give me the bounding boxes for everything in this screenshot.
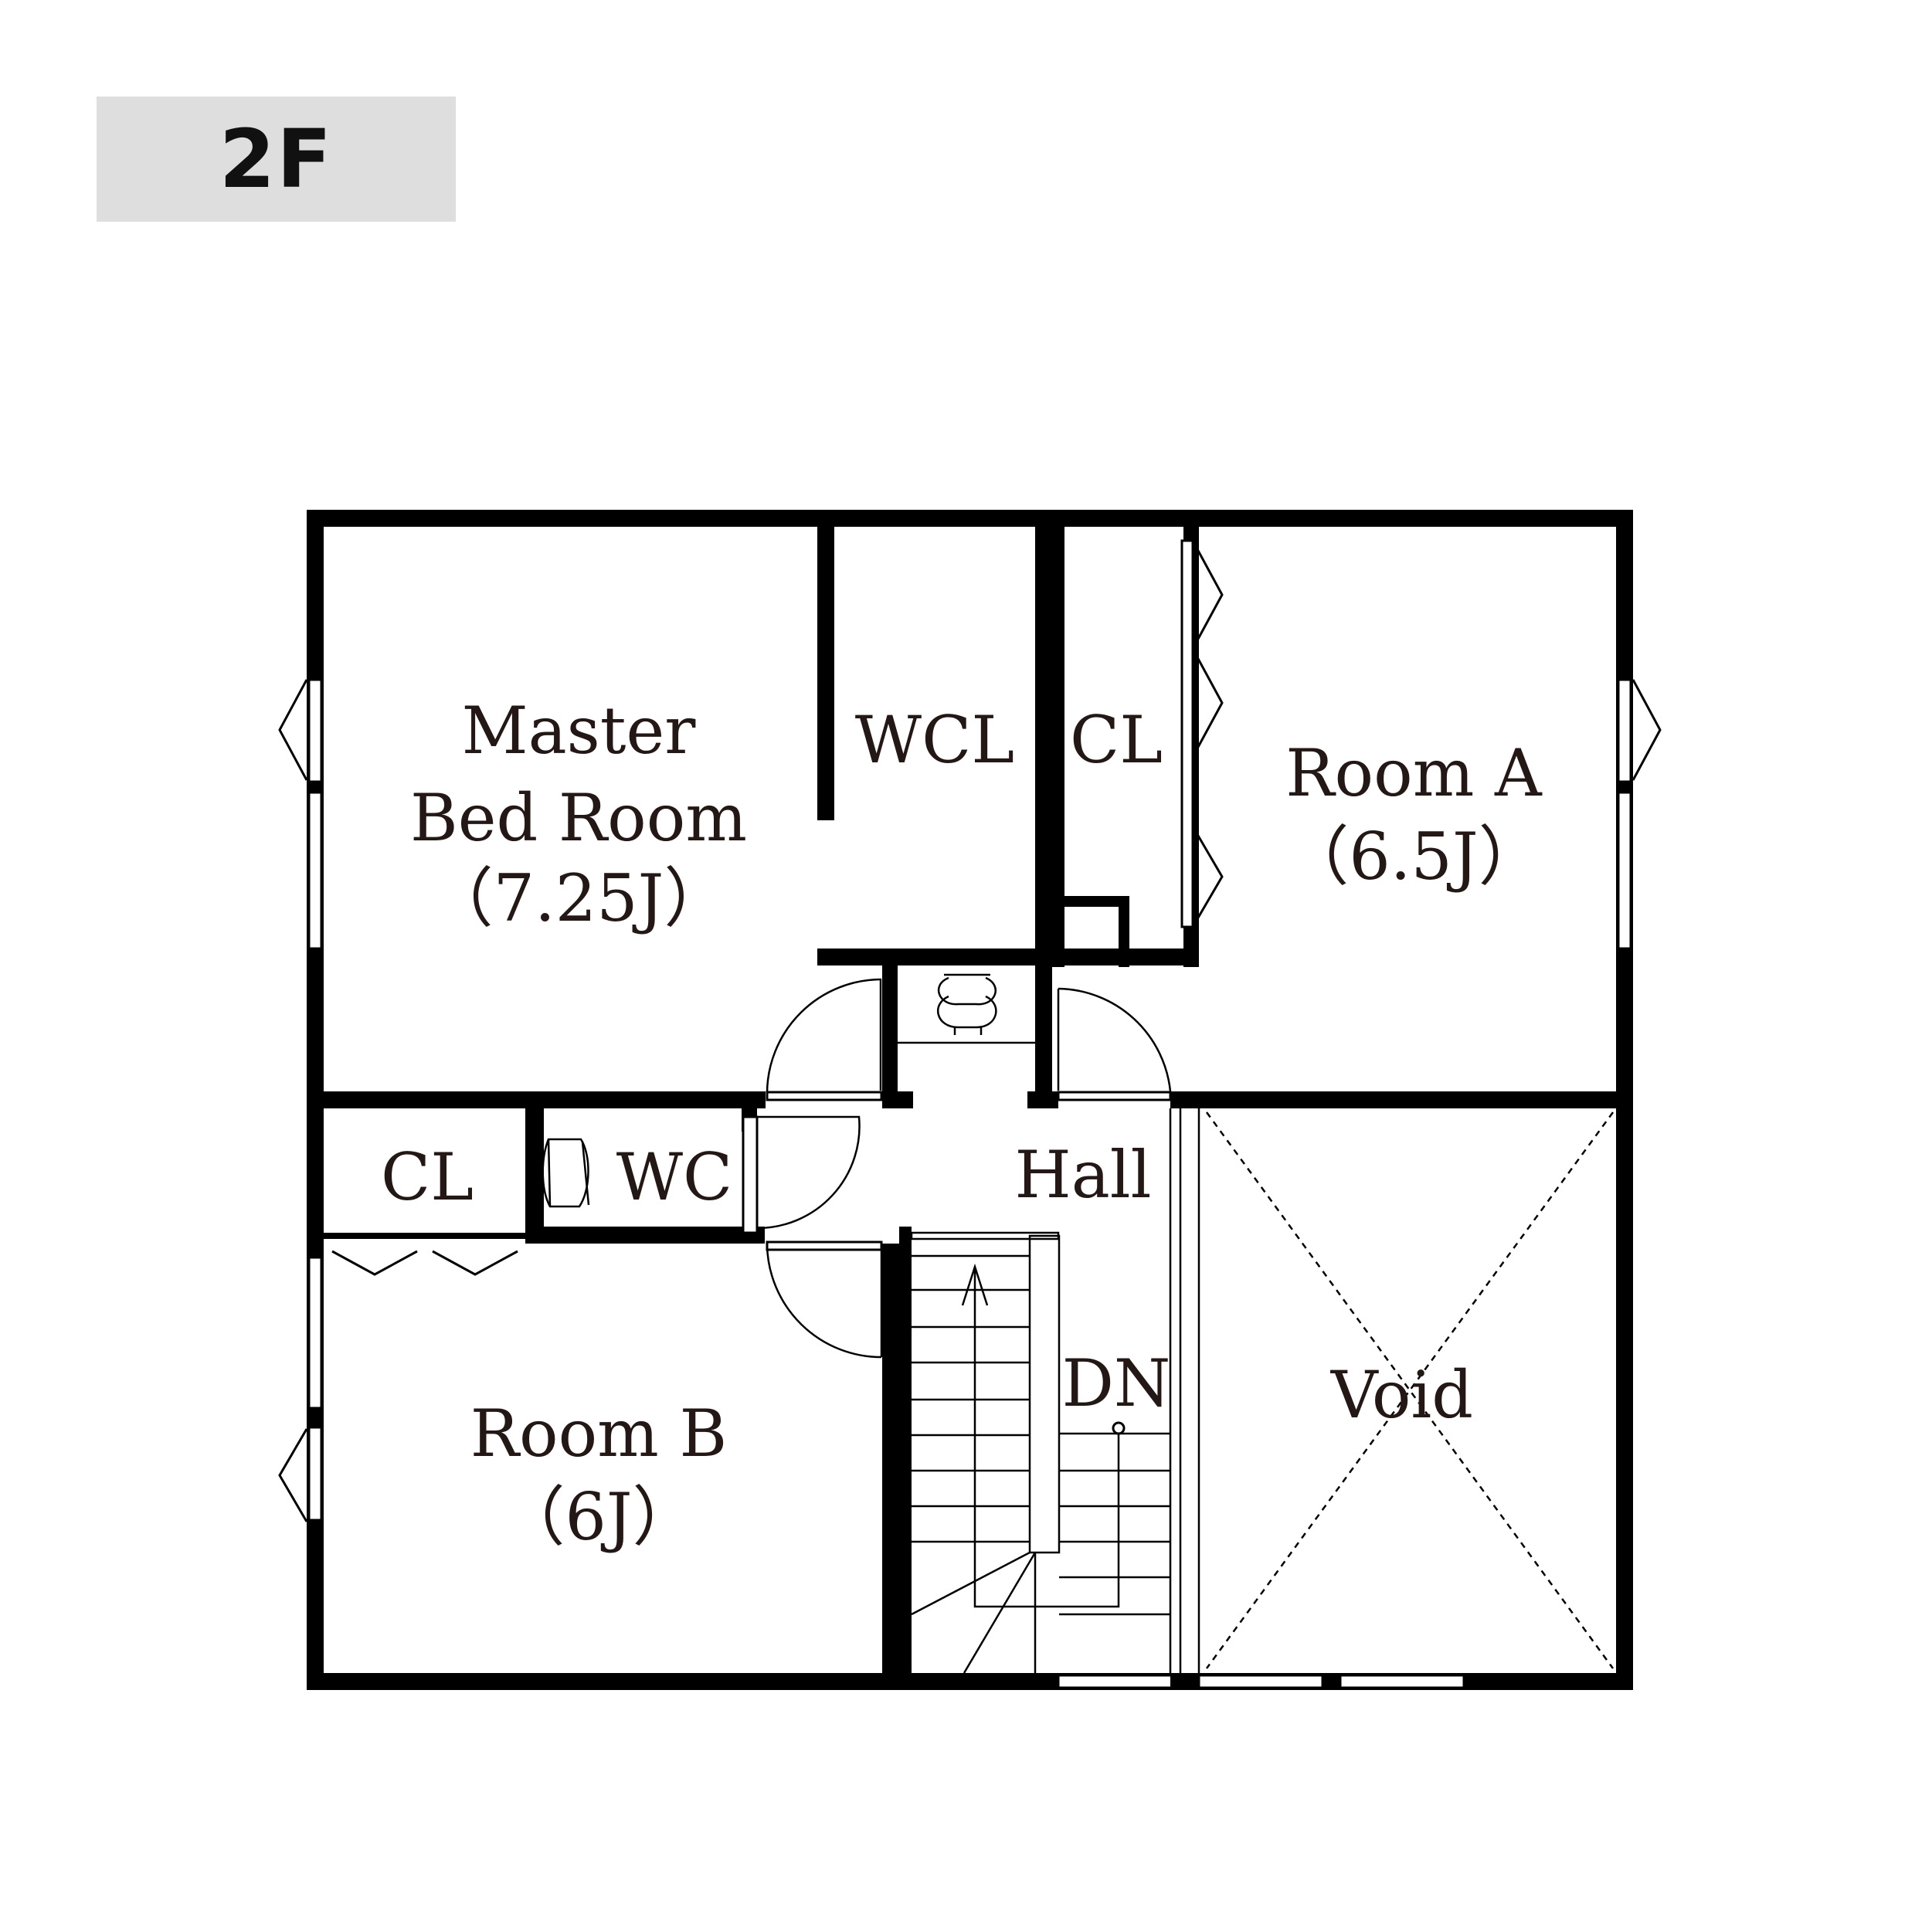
closet-doors	[331, 539, 1224, 1276]
master-bedroom-label-line2: Bed Room	[410, 780, 747, 856]
toilet-icons	[542, 973, 1035, 1208]
floor-badge: 2F	[97, 97, 456, 222]
upper-closet-label: CL	[1070, 702, 1163, 778]
swing-doors	[742, 978, 1172, 1359]
room-a-label: Room A	[1285, 735, 1543, 811]
hall-label: Hall	[1014, 1137, 1151, 1213]
room-a-size: （6.5J）	[1284, 819, 1543, 894]
room-labels: Master Bed Room （7.25J） WCL CL Room A （6…	[381, 693, 1543, 1555]
staircase	[899, 1108, 1199, 1690]
void-label: Void	[1330, 1357, 1473, 1433]
room-b-size: （6J）	[500, 1479, 697, 1555]
master-bedroom-size: （7.25J）	[429, 860, 729, 936]
floor-label: 2F	[219, 112, 334, 206]
wc-label: WC	[616, 1139, 733, 1215]
interior-walls	[324, 527, 1616, 1690]
wcl-label: WCL	[855, 702, 1014, 778]
lower-closet-label: CL	[381, 1139, 474, 1215]
master-bedroom-label: Master	[462, 693, 697, 769]
room-b-label: Room B	[470, 1396, 727, 1471]
void-area	[1197, 1108, 1615, 1673]
windows	[278, 678, 1662, 1689]
stairs-direction-label: DN	[1062, 1346, 1171, 1421]
